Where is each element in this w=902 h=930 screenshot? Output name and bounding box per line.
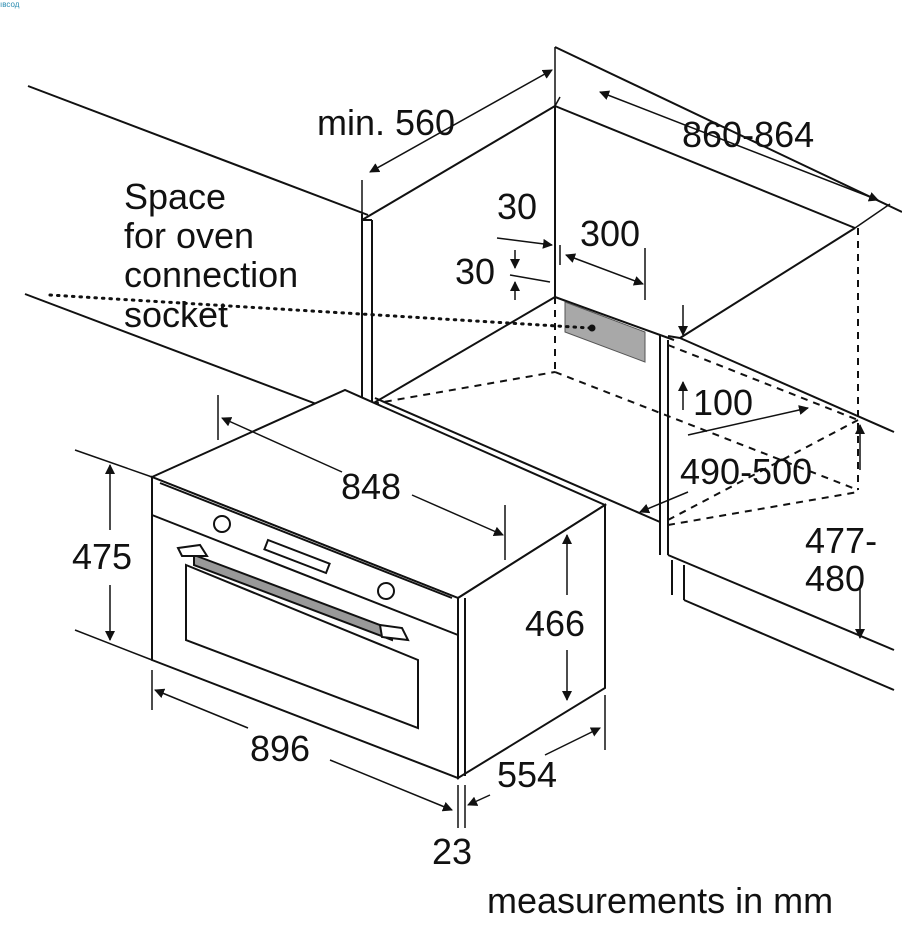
socket-label-line2: for oven (124, 215, 255, 256)
socket-label-line3: connection (124, 254, 299, 295)
socket-label-line4: socket (124, 294, 229, 335)
socket-width-label: 300 (580, 213, 641, 254)
oven-width-top-label: 848 (341, 466, 402, 507)
body-height-label: 466 (525, 603, 586, 644)
socket-label-line1: Space (124, 176, 227, 217)
offset-top-label: 30 (497, 186, 538, 227)
niche-height-label-b: 480 (805, 558, 866, 599)
front-thickness-label: 23 (432, 831, 473, 872)
min-depth-label: min. 560 (317, 102, 456, 143)
oven-height-label: 475 (72, 536, 133, 577)
units-footer: measurements in mm (487, 880, 834, 921)
dimension-lines (74, 47, 891, 828)
oven-depth-label: 554 (497, 754, 558, 795)
clearance-label: 100 (693, 382, 754, 423)
corner-text: ıвсод (0, 0, 20, 9)
niche-height-label-a: 477- (805, 520, 878, 561)
socket-area (48, 293, 646, 363)
oven (149, 388, 608, 780)
oven-width-label: 896 (250, 728, 311, 769)
offset-side-label: 30 (455, 251, 496, 292)
niche-width-label: 860-864 (682, 114, 815, 155)
niche-depth-label: 490-500 (680, 451, 813, 492)
